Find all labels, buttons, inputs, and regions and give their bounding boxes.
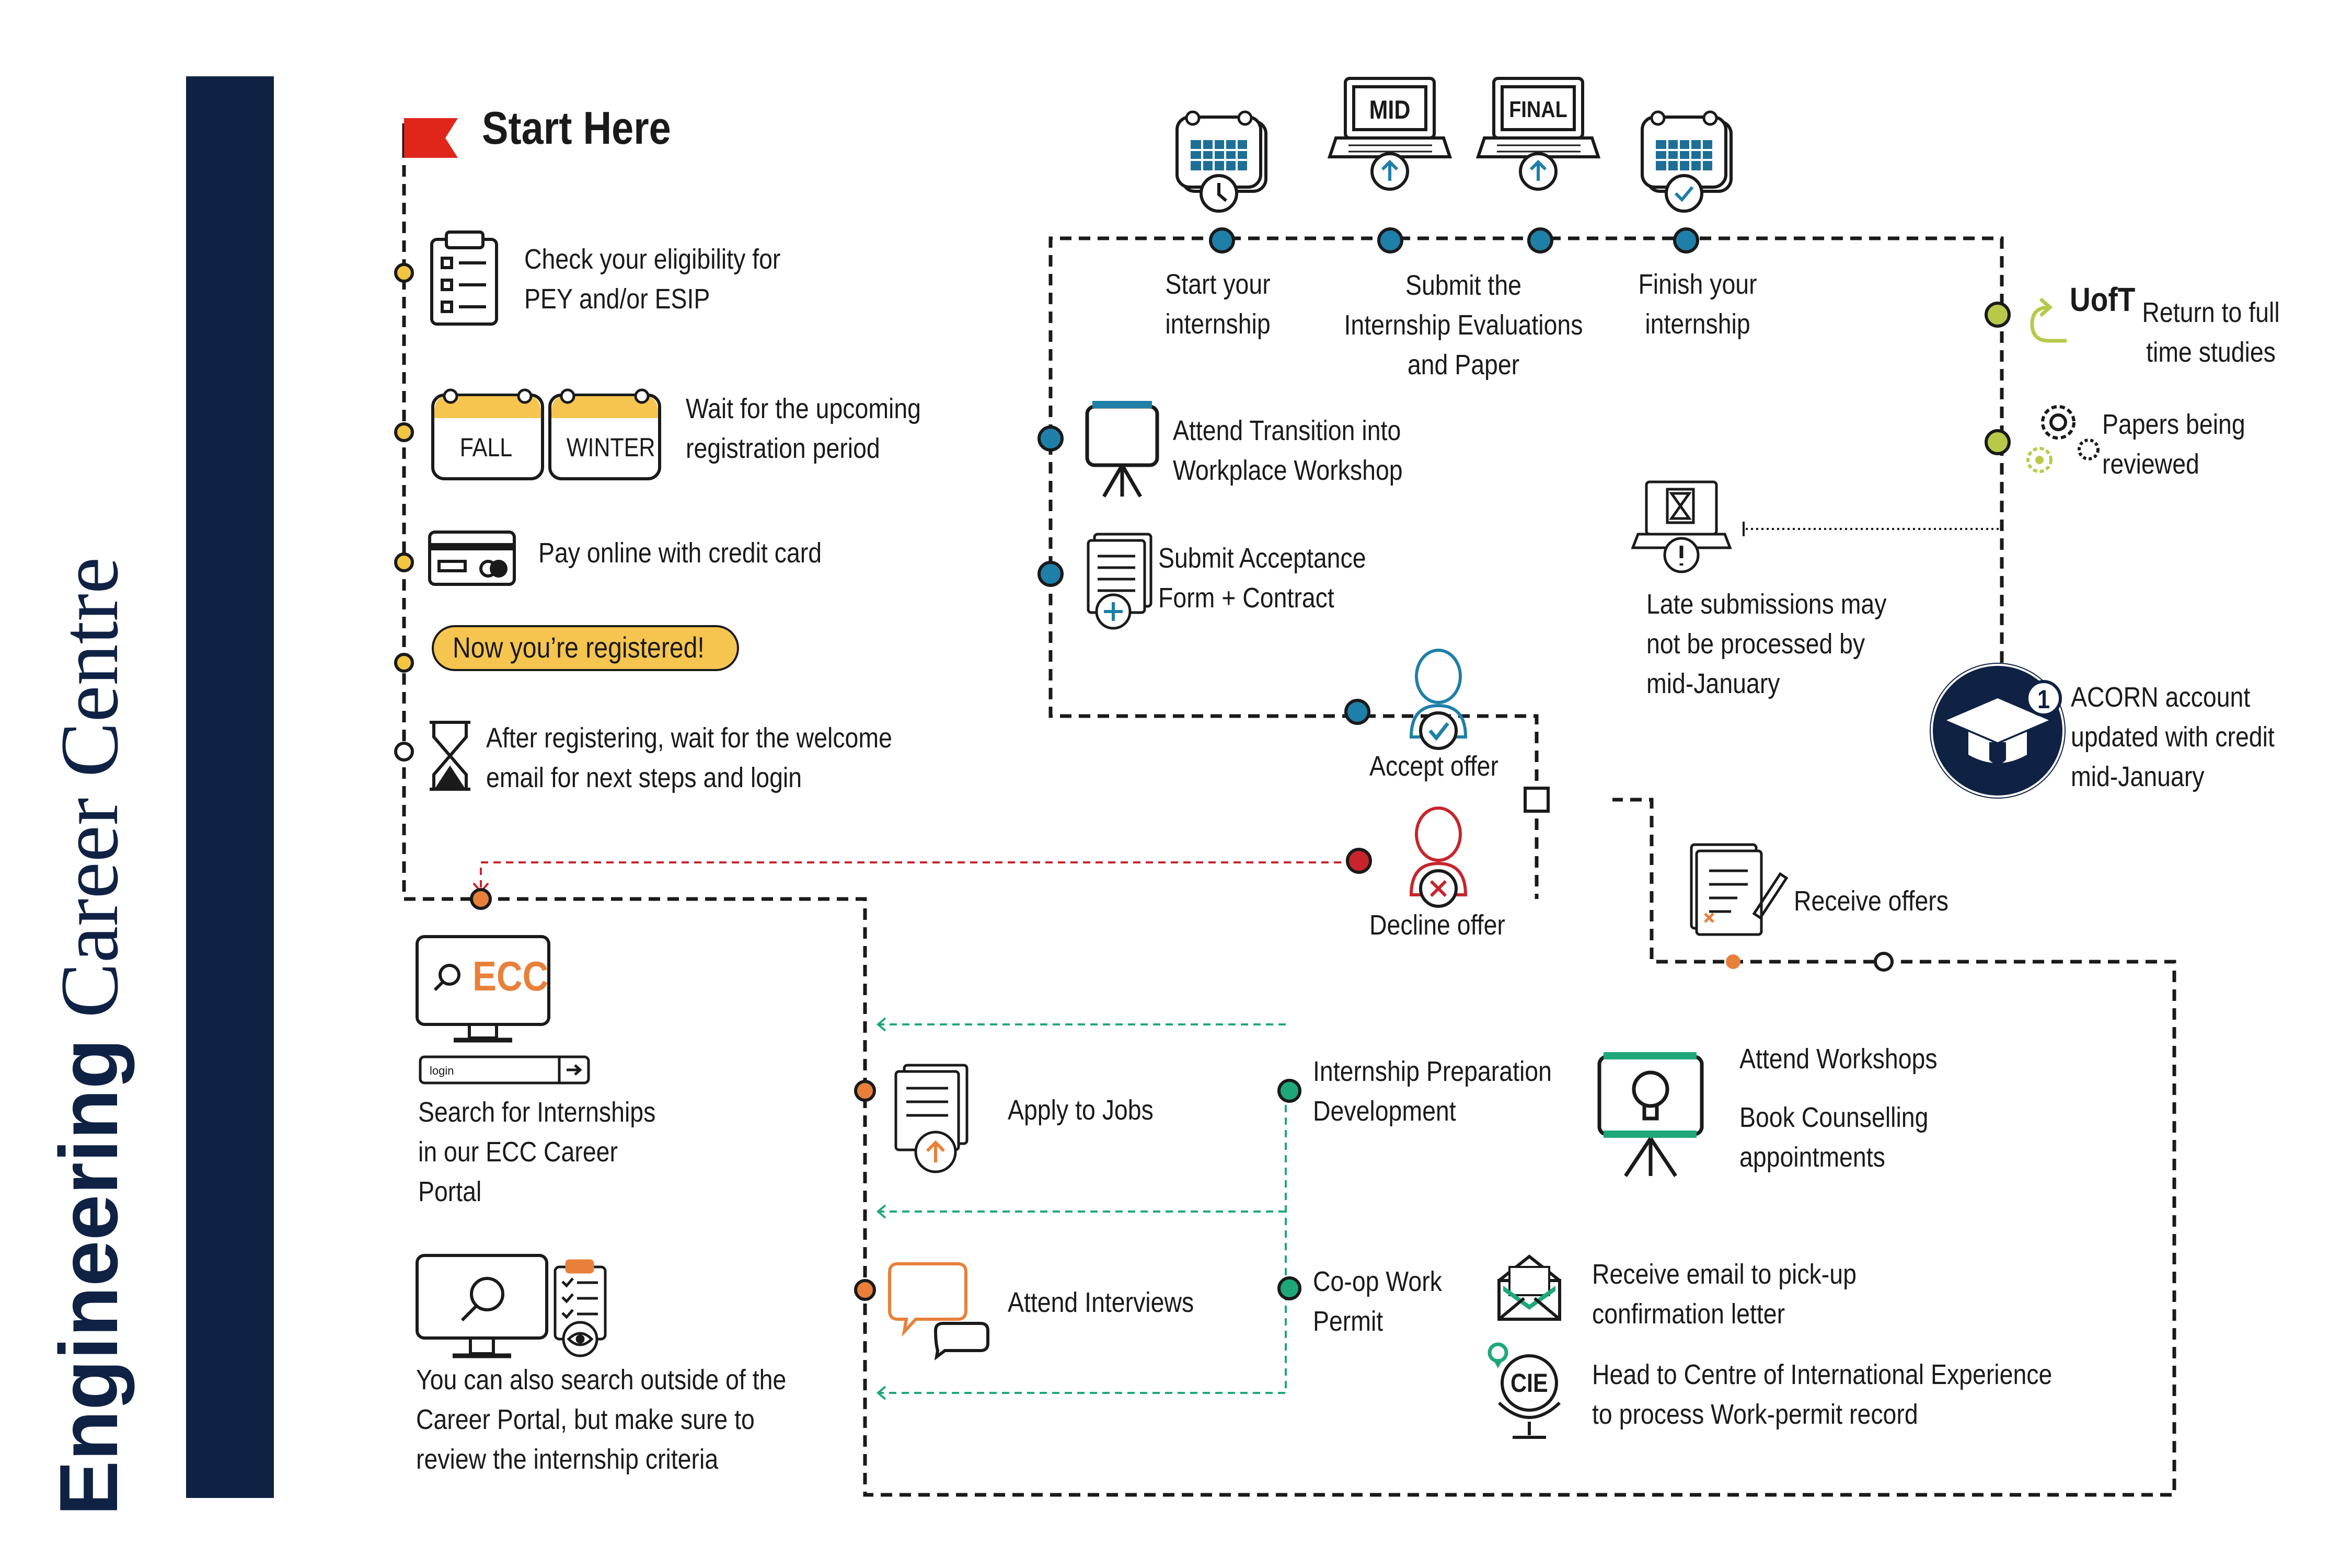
calendar-fall-icon <box>431 388 544 480</box>
accept-person-icon <box>1409 649 1468 750</box>
login-field-label: login <box>430 1064 454 1077</box>
checklist-eye-icon <box>554 1259 607 1357</box>
start-here-label: Start Here <box>482 102 671 154</box>
ecc-monitor-icon <box>416 935 550 1043</box>
mid-label: MID <box>1369 95 1411 124</box>
prep-arrow-icons <box>876 1017 886 1400</box>
registered-badge <box>432 625 739 671</box>
head-cie-label: Head to Centre of International Experien… <box>1592 1359 2053 1430</box>
document-upload-icon <box>894 1064 969 1173</box>
cie-logo: CIE <box>1511 1368 1548 1398</box>
easel-icon <box>1085 401 1159 498</box>
calendar-clock-icon <box>1175 110 1267 213</box>
calendar-winter-label: WINTER <box>566 433 655 462</box>
clipboard-icon <box>430 230 498 326</box>
flow-path <box>402 146 2176 1497</box>
calendar-check-icon <box>1641 110 1733 213</box>
search-monitor-icon <box>416 1254 548 1358</box>
offer-junction <box>1524 787 1550 813</box>
registered-label: Now you’re registered! <box>453 631 705 664</box>
login-field[interactable] <box>419 1055 590 1085</box>
accept-offer-label: Accept offer <box>1369 751 1498 782</box>
flow-nodes <box>394 227 2011 1301</box>
decline-path <box>480 861 1354 889</box>
title-bar <box>186 76 274 1498</box>
decline-offer-label: Decline offer <box>1369 909 1505 941</box>
pay-online-label: Pay online with credit card <box>538 537 822 569</box>
easel-lightbulb-icon <box>1597 1052 1704 1177</box>
prep-paths <box>878 1023 1287 1394</box>
gears-icon <box>2026 405 2100 473</box>
decline-person-icon <box>1409 806 1468 908</box>
envelope-icon <box>1497 1254 1561 1321</box>
apply-jobs-label: Apply to Jobs <box>1008 1094 1154 1126</box>
offer-letter-icon <box>1690 843 1789 936</box>
late-laptop-icon <box>1631 480 1732 573</box>
acorn-badge-number: 1 <box>2037 685 2050 714</box>
ecc-logo: ECC <box>472 953 549 999</box>
uoft-logo: UofT <box>2070 281 2136 318</box>
calendar-winter-icon <box>548 388 661 480</box>
form-plus-icon <box>1087 533 1152 630</box>
final-laptop-icon <box>1475 77 1601 191</box>
flag-icon <box>402 118 458 158</box>
final-label: FINAL <box>1509 97 1567 122</box>
calendar-fall-label: FALL <box>459 433 513 462</box>
cie-globe-icon <box>1488 1342 1561 1439</box>
credit-card-icon <box>428 531 516 586</box>
hourglass-icon <box>430 721 470 791</box>
attend-workshops-label: Attend Workshops <box>1739 1043 1938 1075</box>
return-arrow-icon <box>2030 297 2067 343</box>
receive-offers-label: Receive offers <box>1794 885 1949 917</box>
acorn-graduation-icon <box>1930 663 2066 799</box>
chat-bubbles-icon <box>888 1262 989 1361</box>
mid-laptop-icon <box>1327 77 1452 191</box>
attend-interviews-label: Attend Interviews <box>1008 1287 1194 1318</box>
